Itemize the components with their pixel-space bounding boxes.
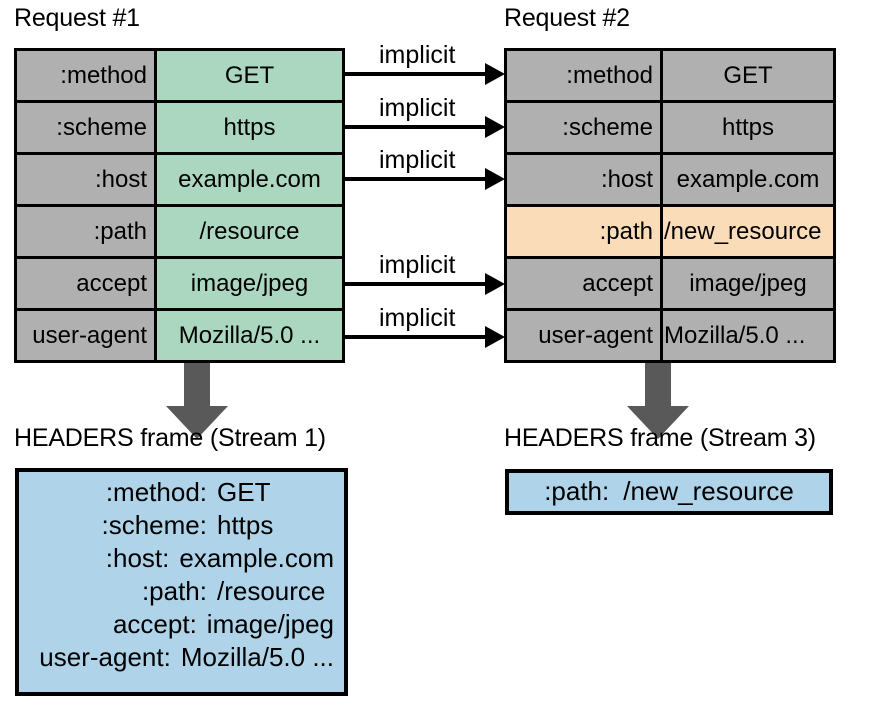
header-value-cell: Mozilla/5.0 ... (157, 311, 342, 360)
header-field-name: accept: (112, 609, 197, 639)
implicit-arrows-group: implicit implicit implicit implicit implicit (345, 41, 505, 348)
header-value-cell: /new_resource (663, 207, 833, 256)
header-field-name: :scheme: (101, 510, 208, 540)
header-field-name: user-agent: (39, 642, 171, 672)
header-field-value: Mozilla/5.0 ... (180, 642, 334, 672)
implicit-label: implicit (379, 251, 456, 280)
header-value-cell: /resource (157, 207, 342, 256)
implicit-label: implicit (379, 146, 456, 175)
header-value-cell: https (157, 103, 342, 152)
header-field-name: :path: (544, 476, 610, 506)
implicit-label: implicit (379, 41, 456, 70)
implicit-arrow-line (345, 72, 486, 77)
header-name-cell: accept (17, 259, 157, 308)
header-field-line: :path: /resource (29, 575, 334, 608)
implicit-arrow-line (345, 282, 486, 287)
implicit-arrow-head (485, 115, 505, 138)
header-name-cell: accept (507, 259, 663, 308)
header-name-cell: user-agent (17, 311, 157, 360)
header-field-value: image/jpeg (206, 609, 334, 639)
header-name-cell: :path (17, 207, 157, 256)
down-arrow-left (166, 363, 228, 439)
header-name-cell: :scheme (17, 103, 157, 152)
implicit-label: implicit (379, 303, 456, 332)
request-1-title: Request #1 (14, 4, 140, 32)
table-row: :path/resource (17, 207, 342, 259)
implicit-label: implicit (379, 93, 456, 122)
header-value-cell: https (663, 103, 833, 152)
header-field-line: :path: /new_resource (519, 475, 819, 508)
implicit-arrow-line (345, 124, 486, 129)
header-name-cell: :scheme (507, 103, 663, 152)
implicit-arrow-head (485, 168, 505, 191)
implicit-arrow-head (485, 325, 505, 348)
header-name-cell: :host (507, 155, 663, 204)
header-field-value: GET (217, 477, 271, 507)
header-name-cell: :method (507, 51, 663, 100)
header-value-cell: GET (157, 51, 342, 100)
implicit-arrow-head (485, 273, 505, 296)
header-field-name: :method: (105, 477, 207, 507)
implicit-arrow-line (345, 177, 486, 182)
header-value-cell: example.com (663, 155, 833, 204)
header-name-cell: user-agent (507, 311, 663, 360)
header-value-cell: Mozilla/5.0 ... (663, 311, 833, 360)
table-row: :path/new_resource (507, 207, 833, 259)
header-field-line: :host: example.com (29, 542, 334, 575)
header-value-cell: GET (663, 51, 833, 100)
header-field-line: :method: GET (29, 476, 334, 509)
header-value-cell: image/jpeg (663, 259, 833, 308)
header-name-cell: :path (507, 207, 663, 256)
headers-frame-2-box: :path: /new_resource (505, 469, 833, 515)
headers-frame-2-caption: HEADERS frame (Stream 3) (504, 424, 816, 452)
headers-frame-1-box: :method: GET :scheme: https :host: example.co… (15, 468, 348, 696)
request-2-title: Request #2 (504, 4, 630, 32)
headers-frame-1-caption: HEADERS frame (Stream 1) (14, 424, 326, 452)
down-arrow-right (627, 363, 689, 439)
header-field-name: :host: (105, 543, 170, 573)
header-value-cell: image/jpeg (157, 259, 342, 308)
header-field-name: :path: (141, 576, 207, 606)
header-field-line: accept: image/jpeg (29, 608, 334, 641)
header-field-value: /new_resource (623, 476, 794, 506)
header-field-value: /resource (217, 576, 326, 606)
header-field-value: example.com (179, 543, 334, 573)
implicit-arrow-line (345, 334, 486, 339)
header-field-line: user-agent: Mozilla/5.0 ... (29, 641, 334, 674)
header-name-cell: :host (17, 155, 157, 204)
header-name-cell: :method (17, 51, 157, 100)
header-field-line: :scheme: https (29, 509, 334, 542)
header-value-cell: example.com (157, 155, 342, 204)
implicit-arrow-head (485, 63, 505, 86)
header-field-value: https (217, 510, 274, 540)
